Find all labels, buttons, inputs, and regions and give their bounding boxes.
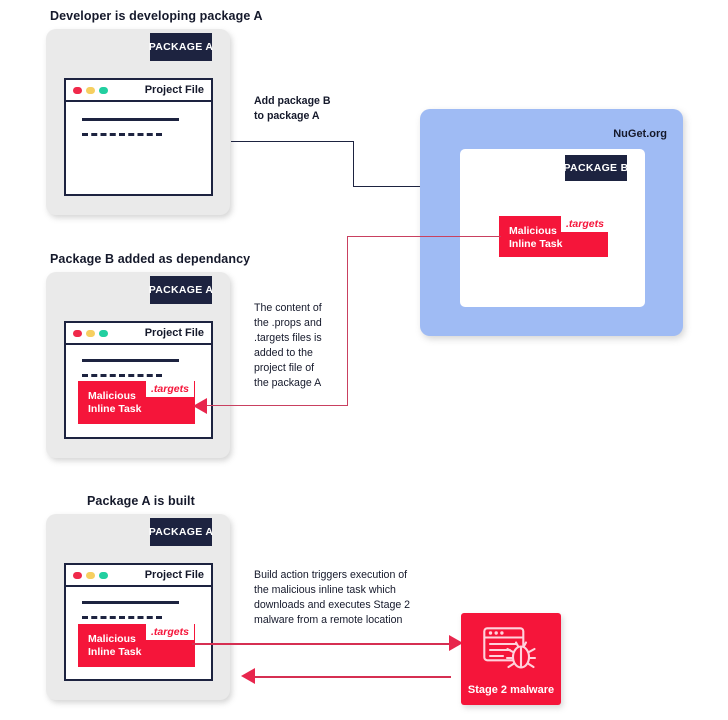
connector-a-to-nuget-v [353, 141, 354, 187]
traffic-light-dots-step2 [73, 329, 108, 337]
note-content-of-props: The content of the .props and .targets f… [254, 302, 322, 390]
project-file-titlebar-step2: Project File [66, 323, 211, 345]
package-a-tag-step2: PACKAGE A [149, 276, 213, 304]
dot-green-icon [99, 329, 108, 337]
targets-badge-step3: .targets [146, 624, 194, 640]
dot-yellow-icon [86, 86, 95, 94]
section-heading-step2: Package B added as dependancy [50, 252, 251, 266]
connector-nuget-to-a-v [347, 236, 348, 406]
package-a-tag-step3: PACKAGE A [149, 518, 213, 546]
traffic-light-dots-step1 [73, 86, 108, 94]
malicious-line-2: Inline Task [88, 403, 142, 416]
project-file-window-step1: Project File [64, 78, 213, 196]
stage2-malware-label: Stage 2 malware [467, 684, 555, 696]
dot-green-icon [99, 86, 108, 94]
window-bug-icon [483, 627, 539, 676]
code-line-solid-step3 [82, 601, 179, 604]
project-file-label-step1: Project File [144, 84, 204, 96]
malicious-line-1: Malicious [88, 390, 136, 402]
arrowhead-nuget-to-a [193, 398, 207, 414]
targets-badge-nuget: .targets [561, 216, 609, 232]
project-file-label-step3: Project File [144, 569, 204, 581]
project-file-titlebar-step1: Project File [66, 80, 211, 102]
arrowhead-stage2-to-build [241, 668, 255, 684]
note-add-package: Add package B to package A [254, 95, 331, 123]
malicious-line-1: Malicious [509, 225, 557, 237]
dot-yellow-icon [86, 329, 95, 337]
connector-nuget-to-a-h1 [347, 236, 501, 237]
dot-red-icon [73, 571, 82, 579]
dot-red-icon [73, 329, 82, 337]
code-line-solid-step1 [82, 118, 179, 121]
project-file-titlebar-step3: Project File [66, 565, 211, 587]
connector-nuget-to-a-h2 [207, 405, 348, 406]
note-build-action: Build action triggers execution of the m… [254, 569, 411, 627]
traffic-light-dots-step3 [73, 571, 108, 579]
arrowhead-build-to-stage2 [449, 635, 463, 651]
nuget-org-label: NuGet.org [613, 128, 667, 140]
dot-yellow-icon [86, 571, 95, 579]
connector-a-to-nuget-h1 [231, 141, 354, 142]
connector-stage2-to-build [255, 676, 451, 678]
stage2-malware-tile: Stage 2 malware [461, 613, 561, 705]
connector-a-to-nuget-h2 [353, 186, 443, 187]
malicious-line-2: Inline Task [509, 238, 563, 251]
code-line-dashed-step2 [82, 374, 162, 377]
package-a-tag-step1: PACKAGE A [149, 33, 213, 61]
section-heading-step3: Package A is built [87, 494, 195, 508]
malicious-line-2: Inline Task [88, 646, 142, 659]
code-line-solid-step2 [82, 359, 179, 362]
package-b-tag: PACKAGE B [564, 155, 628, 181]
dot-red-icon [73, 86, 82, 94]
dot-green-icon [99, 571, 108, 579]
code-line-dashed-step3 [82, 616, 162, 619]
section-heading-step1: Developer is developing package A [50, 9, 263, 23]
malicious-line-1: Malicious [88, 633, 136, 645]
project-file-label-step2: Project File [144, 327, 204, 339]
connector-build-to-stage2 [192, 643, 451, 645]
code-line-dashed-step1 [82, 133, 162, 136]
targets-badge-step2: .targets [146, 381, 194, 397]
